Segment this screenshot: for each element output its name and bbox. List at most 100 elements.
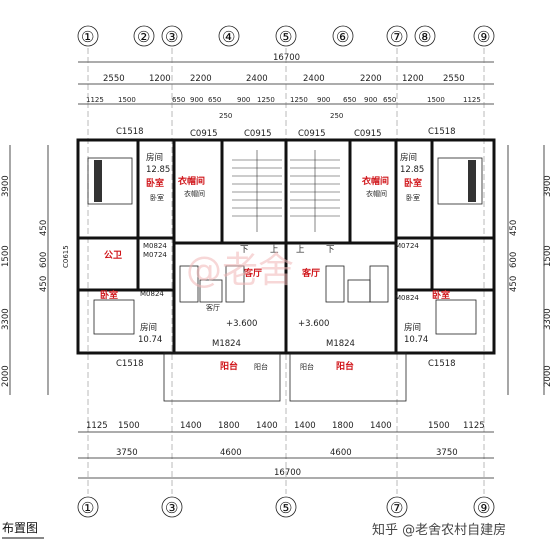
closet-black-left: 衣帽间 <box>184 189 205 198</box>
dim-t1-0: 2550 <box>103 74 125 84</box>
dim-r-4: 450 <box>509 276 519 292</box>
area-tr: 12.85 <box>400 165 424 175</box>
room-labels: 房间 12.85 卧室 卧室 衣帽间 衣帽间 衣帽间 衣帽间 房间 12.85 … <box>100 152 450 372</box>
area-bl: 10.74 <box>138 335 162 345</box>
axis-9: ⑨ <box>477 28 490 46</box>
dim-t2-1: 1500 <box>118 96 136 104</box>
living-red-right: 客厅 <box>301 267 320 279</box>
door-m1824-right: M1824 <box>326 339 355 349</box>
dim-l-4: 450 <box>39 276 49 292</box>
bedroom-red-br: 卧室 <box>432 289 450 301</box>
window-labels: C1518 C0915 C0915 C0915 C0915 C1518 C151… <box>116 127 456 369</box>
bottom-total-dim: 16700 <box>274 468 301 478</box>
bottom-dimensions: 1125 1500 1400 1800 1400 1400 1800 1400 … <box>78 421 494 479</box>
bottom-axis-bubbles: ① ③ ⑤ ⑦ ⑨ <box>77 496 495 518</box>
dim-t1-3: 2400 <box>246 74 268 84</box>
axis-1: ① <box>81 28 94 46</box>
window-c0915-3: C0915 <box>298 129 326 139</box>
closet-black-right: 衣帽间 <box>366 189 387 198</box>
footer-watermark: 知乎 @老舍农村自建房 <box>372 522 506 538</box>
axis-5: ⑤ <box>279 28 292 46</box>
dim-t2-7: 1250 <box>290 96 308 104</box>
room-label-tr: 房间 <box>400 152 417 163</box>
window-c0915-1: C0915 <box>190 129 218 139</box>
window-c1518-br: C1518 <box>428 359 456 369</box>
watermark-big: @老舍 <box>186 250 294 291</box>
axis-b-9: ⑨ <box>477 499 490 517</box>
top-total-dim: 16700 <box>273 53 300 63</box>
dim-b1-3: 1800 <box>218 421 240 431</box>
axis-2: ② <box>137 28 150 46</box>
dim-t2-2: 650 <box>172 96 185 104</box>
dim-l-3: 600 <box>39 252 49 268</box>
dim-t2-11: 650 <box>383 96 396 104</box>
right-dimensions: 3900 450 1500 600 450 3300 2000 <box>507 145 553 395</box>
dim-b1-9: 1125 <box>463 421 485 431</box>
dim-t2-3: 900 <box>190 96 203 104</box>
dim-r-6: 2000 <box>543 365 553 387</box>
dim-r-2: 1500 <box>543 245 553 267</box>
window-c0915-4: C0915 <box>354 129 382 139</box>
window-c1518-tr: C1518 <box>428 127 456 137</box>
dim-t2-12: 1500 <box>427 96 445 104</box>
dim-t2-4: 650 <box>208 96 221 104</box>
balcony-red-left: 阳台 <box>220 360 238 372</box>
dim-t1-2: 2200 <box>190 74 212 84</box>
dim-b1-0: 1125 <box>86 421 108 431</box>
dim-r-3: 600 <box>509 252 519 268</box>
footer-title: 布置图 <box>2 521 38 535</box>
door-m0724-1: M0724 <box>143 251 167 259</box>
dim-b2-1: 4600 <box>220 448 242 458</box>
dim-l-6: 2000 <box>1 365 11 387</box>
furniture <box>87 157 483 335</box>
dim-r-1: 450 <box>509 220 519 236</box>
stair-down-left: 下 <box>240 245 249 255</box>
axis-b-1: ① <box>81 499 94 517</box>
dim-b1-6: 1800 <box>332 421 354 431</box>
dim-t2-9: 650 <box>343 96 356 104</box>
dim-t1-7: 2550 <box>443 74 465 84</box>
balcony-red-right: 阳台 <box>336 360 354 372</box>
dim-b1-2: 1400 <box>180 421 202 431</box>
window-c0915-2: C0915 <box>244 129 272 139</box>
dim-small-right: 250 <box>330 112 343 120</box>
dim-t1-6: 1200 <box>402 74 424 84</box>
axis-7: ⑦ <box>390 28 403 46</box>
area-br: 10.74 <box>404 335 428 345</box>
dim-b1-8: 1500 <box>428 421 450 431</box>
elev-left: +3.600 <box>226 319 257 329</box>
axis-8: ⑧ <box>418 28 431 46</box>
dim-b2-3: 3750 <box>436 448 458 458</box>
dim-t1-1: 1200 <box>149 74 171 84</box>
dim-t2-5: 900 <box>237 96 250 104</box>
dim-t2-6: 1250 <box>257 96 275 104</box>
room-label-tl: 房间 <box>146 152 163 163</box>
dim-t1-4: 2400 <box>303 74 325 84</box>
dim-t2-8: 900 <box>317 96 330 104</box>
window-c0615-left: C0615 <box>62 245 70 268</box>
axis-6: ⑥ <box>336 28 349 46</box>
axis-3: ③ <box>165 28 178 46</box>
window-c1518-tl: C1518 <box>116 127 144 137</box>
dim-l-2: 1500 <box>1 245 11 267</box>
balcony-black-right: 阳台 <box>300 362 314 371</box>
dim-l-0: 3900 <box>1 175 11 197</box>
door-m0724-2: M0724 <box>395 242 419 250</box>
bedroom-red-tl: 卧室 <box>146 177 164 189</box>
closet-red-left: 衣帽间 <box>178 175 205 187</box>
door-m0824-3: M0824 <box>395 294 419 302</box>
living-red-left: 客厅 <box>243 267 262 279</box>
axis-lines <box>87 48 485 494</box>
living-black-left: 客厅 <box>206 303 220 312</box>
room-label-bl: 房间 <box>140 322 157 333</box>
dim-small-left: 250 <box>219 112 232 120</box>
dim-b1-5: 1400 <box>294 421 316 431</box>
balcony-black-left: 阳台 <box>254 362 268 371</box>
dim-r-0: 3900 <box>543 175 553 197</box>
door-m0824-2: M0824 <box>140 290 164 298</box>
dim-t2-0: 1125 <box>86 96 104 104</box>
room-label-br: 房间 <box>404 322 421 333</box>
dim-t2-10: 900 <box>364 96 377 104</box>
